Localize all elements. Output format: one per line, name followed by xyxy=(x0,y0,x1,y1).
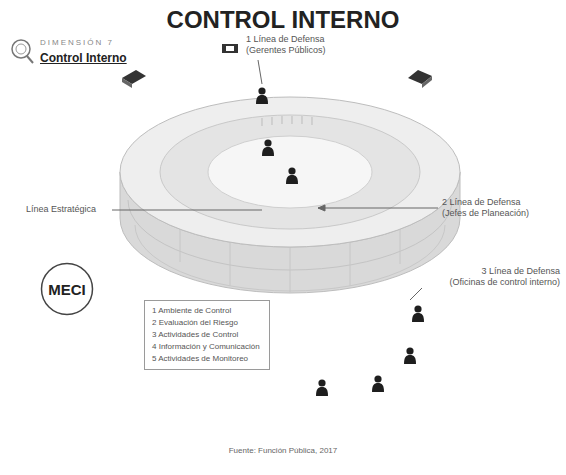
list-item: 5 Actividades de Monitoreo xyxy=(152,353,262,365)
book-icon xyxy=(122,70,146,88)
caption: Fuente: Función Pública, 2017 xyxy=(0,446,566,455)
leader-lines xyxy=(112,60,438,300)
list-item: 2 Evaluación del Riesgo xyxy=(152,317,262,329)
dimension-label: DIMENSIÓN 7 xyxy=(40,38,114,47)
defense-line-note: (Gerentes Públicos) xyxy=(246,45,326,55)
strategic-line-label: Línea Estratégica xyxy=(26,204,96,214)
list-item: 1 Ambiente de Control xyxy=(152,305,262,317)
node-text: MECI xyxy=(48,281,86,298)
book-icon xyxy=(408,70,432,88)
list-item: 3 Actividades de Control xyxy=(152,329,262,341)
ring-seats xyxy=(160,115,420,229)
dimension-title: Control Interno xyxy=(40,51,127,65)
component-list: 1 Ambiente de Control2 Evaluación del Ri… xyxy=(144,300,270,370)
list-item: 4 Información y Comunicación xyxy=(152,341,262,353)
defense-line-label: 2 Línea de Defensa xyxy=(442,197,521,207)
defense-line-note: (Oficinas de control interno) xyxy=(449,277,560,287)
magnifier-icon xyxy=(12,40,33,63)
ring-platform xyxy=(208,136,372,208)
flag-icon xyxy=(222,44,238,53)
defense-line-note: (Jefes de Planeación) xyxy=(442,208,529,218)
title: CONTROL INTERNO xyxy=(0,6,566,34)
defense-line-label: 1 Línea de Defensa xyxy=(246,34,325,44)
meci-circle: MECI xyxy=(40,262,94,316)
defense-line-label: 3 Línea de Defensa xyxy=(481,266,560,276)
ring-outer xyxy=(120,97,460,247)
person-figures xyxy=(256,87,424,396)
